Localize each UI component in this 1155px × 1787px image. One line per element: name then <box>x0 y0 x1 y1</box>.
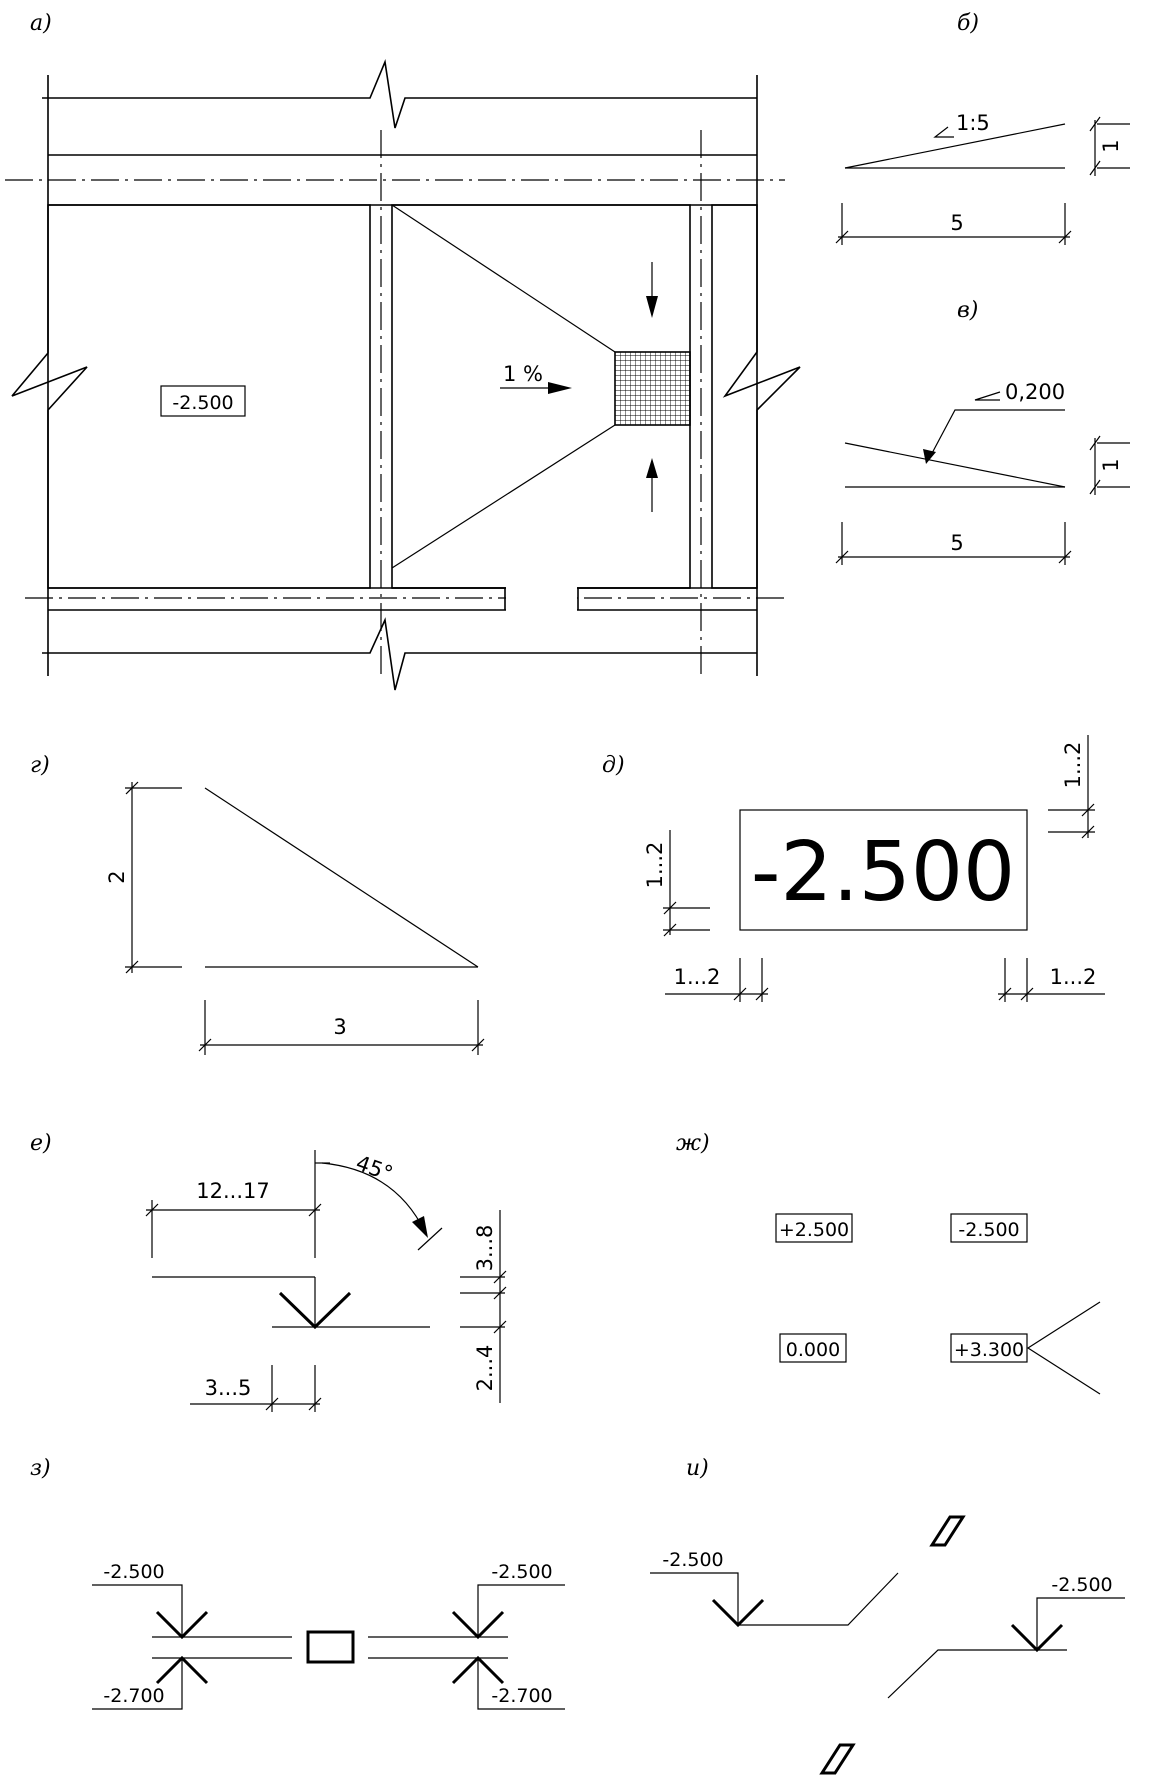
shelf-length-label: 12...17 <box>196 1179 269 1203</box>
section-parallelogram <box>929 1515 966 1547</box>
figure-g-slope-triangle: г) 2 3 <box>30 753 485 1055</box>
door-jamb-right <box>577 587 690 610</box>
run-label: 5 <box>950 531 963 555</box>
figure-label-z: з) <box>30 1456 51 1481</box>
room-right <box>711 204 758 589</box>
bottom-right-gap-label: 1...2 <box>1050 965 1097 989</box>
left-wall <box>11 75 88 676</box>
level-mark: -2.500 <box>172 392 233 414</box>
mark-with-leader: +3.300 <box>954 1339 1024 1361</box>
top-wall <box>42 59 757 129</box>
mark-zero: 0.000 <box>786 1339 840 1361</box>
top-left-mark: -2.500 <box>103 1561 164 1583</box>
figure-label-i: и) <box>686 1456 709 1481</box>
figure-label-zh: ж) <box>676 1131 710 1156</box>
figure-d-mark-frame: д) -2.500 1...2 1...2 1...2 1...2 <box>602 735 1105 1002</box>
right-plan-mark: -2.500 <box>1051 1574 1112 1596</box>
figure-label-a: а) <box>30 11 52 36</box>
figure-label-e: е) <box>30 1131 52 1156</box>
section-rect <box>306 1630 355 1664</box>
figure-i-plan-marks: и) -2.500 -2.500 <box>650 1456 1125 1775</box>
left-gap-label: 1...2 <box>643 842 667 889</box>
height-label: 2 <box>105 870 129 883</box>
bottom-wall <box>42 617 757 691</box>
figure-label-d: д) <box>602 753 625 778</box>
door-jamb-left <box>392 587 506 610</box>
mark-positive: +2.500 <box>779 1219 849 1241</box>
figure-label-g: г) <box>30 753 50 778</box>
figure-b-slope-ratio: б) 1:5 1 5 <box>835 11 1130 245</box>
figure-a-plan: а) <box>5 11 801 691</box>
big-level-mark: -2.500 <box>751 825 1015 920</box>
rise-label: 1 <box>1099 139 1123 152</box>
figure-label-b: б) <box>957 11 979 36</box>
rise-label: 1 <box>1099 458 1123 471</box>
width-label: 3 <box>333 1015 346 1039</box>
top-right-mark: -2.500 <box>491 1561 552 1583</box>
bottom-left-mark: -2.700 <box>103 1685 164 1707</box>
left-plan-mark: -2.500 <box>662 1549 723 1571</box>
top-gap-label: 1...2 <box>1061 742 1085 789</box>
slope-decimal-label: 0,200 <box>1005 380 1065 404</box>
slope-label: 1 % <box>503 362 543 386</box>
upper-height-label: 3...8 <box>473 1225 497 1272</box>
angle-label: 45° <box>353 1151 396 1186</box>
cut-line <box>887 1649 1067 1699</box>
figure-label-v: в) <box>957 298 978 323</box>
right-wall <box>722 75 801 676</box>
figure-zh-mark-examples: ж) +2.500 -2.500 0.000 +3.300 <box>676 1131 1101 1395</box>
figure-z-section-marks: з) -2.500 -2.700 -2.500 -2.700 <box>30 1456 565 1710</box>
drain-grate <box>614 351 691 426</box>
lower-height-label: 2...4 <box>473 1345 497 1392</box>
bottom-right-mark: -2.700 <box>491 1685 552 1707</box>
run-label: 5 <box>950 211 963 235</box>
bottom-left-gap-label: 1...2 <box>674 965 721 989</box>
leader-lines <box>1026 1301 1101 1395</box>
arrow-width-label: 3...5 <box>205 1376 252 1400</box>
cut-line <box>738 1572 899 1626</box>
figure-e-mark-dimensions: е) 12...17 45° 3...8 2...4 3.. <box>30 1131 507 1412</box>
mark-negative: -2.500 <box>958 1219 1019 1241</box>
room-left <box>47 204 371 589</box>
figure-v-slope-decimal: в) 0,200 1 5 <box>835 298 1130 565</box>
mark-frame <box>739 809 1028 931</box>
section-parallelogram <box>819 1743 856 1775</box>
slope-ratio-label: 1:5 <box>956 111 990 135</box>
